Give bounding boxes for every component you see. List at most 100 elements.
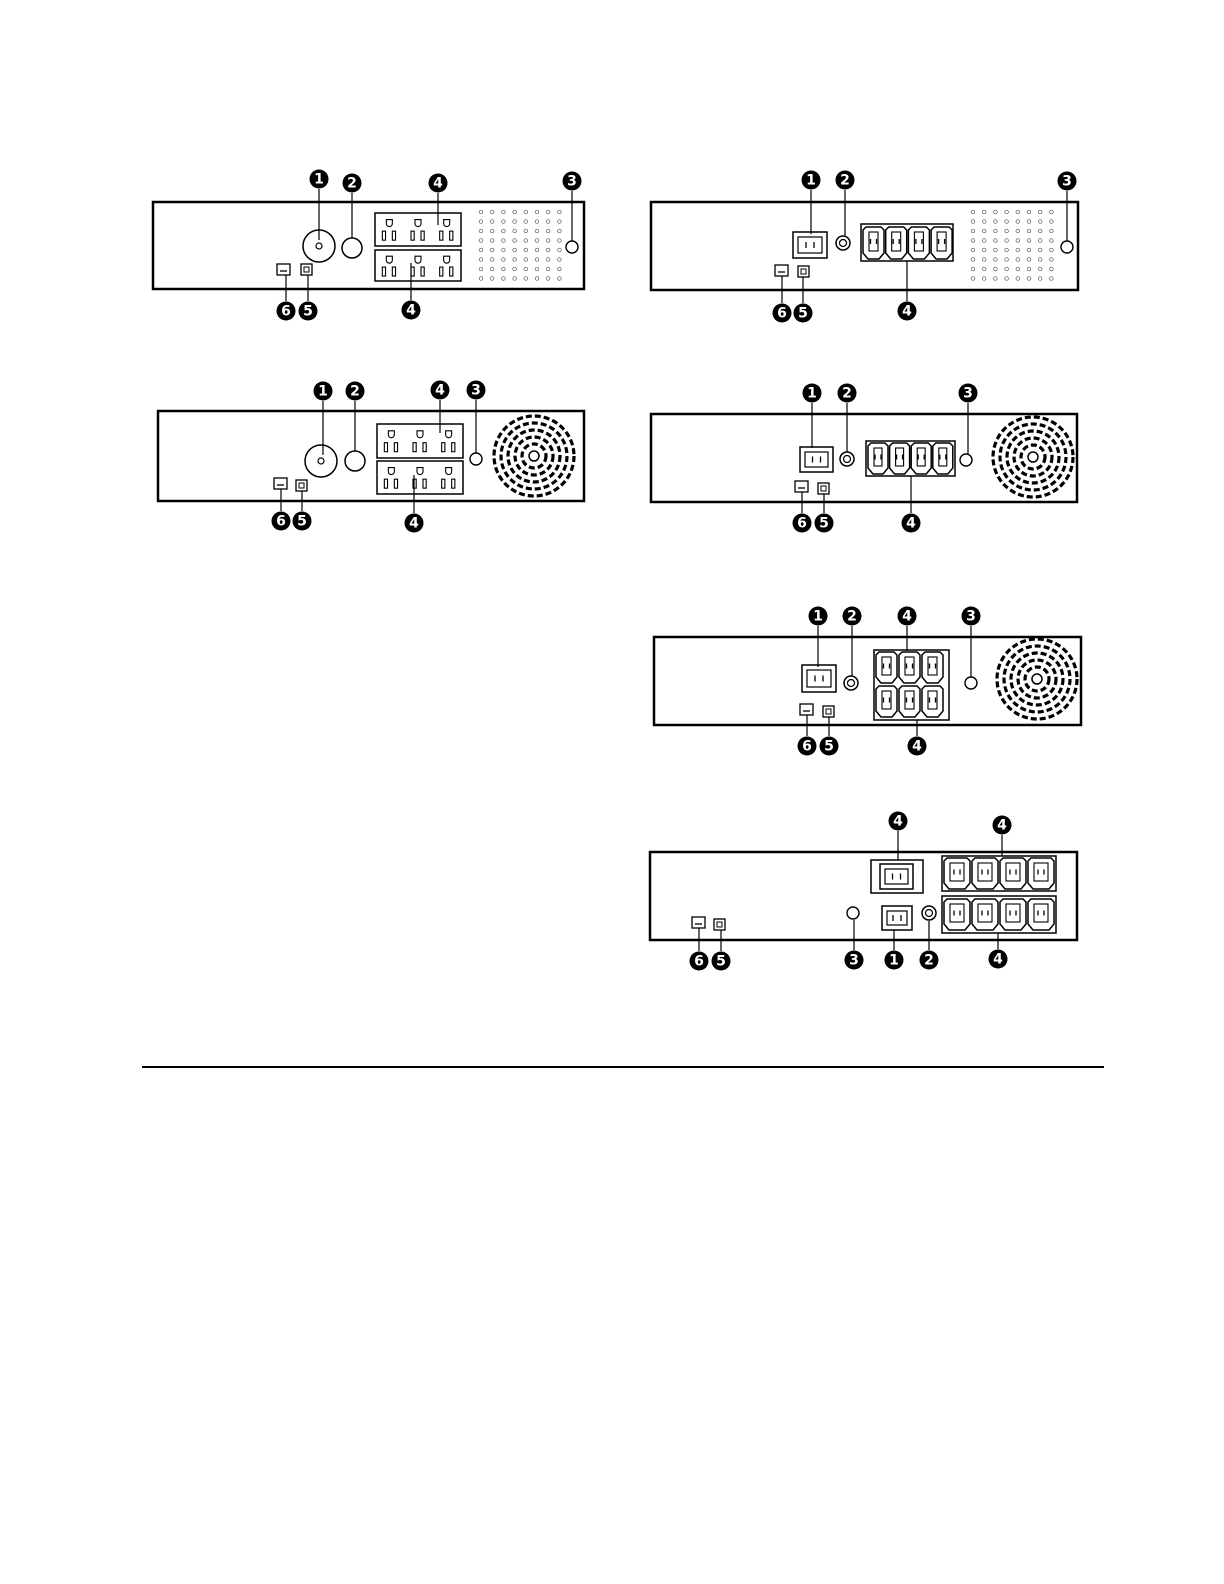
- iec-inlet-frame: [792, 231, 828, 259]
- vent-hole: [1038, 209, 1043, 215]
- iec-outlet: [1027, 857, 1055, 890]
- vent-hole: [1038, 238, 1043, 243]
- iec-input-inlet: [792, 231, 828, 259]
- iec-inlet-frame: [881, 905, 913, 931]
- iec-outlet-shell: [921, 651, 944, 684]
- outlet-slot: [381, 266, 387, 277]
- breaker-button: [838, 238, 848, 248]
- fan-grille: [991, 415, 1075, 499]
- callout-breaker: 2: [342, 173, 362, 193]
- callout-number: 3: [471, 383, 481, 399]
- outlet-slot: [381, 230, 387, 241]
- serial-port-icon: [799, 703, 814, 716]
- outlet-bank-frame: [376, 423, 464, 459]
- vent-hole: [993, 228, 998, 234]
- callout-number: 4: [406, 303, 416, 319]
- usb-port-socket: [298, 482, 305, 489]
- callout-marker: [271, 511, 291, 531]
- vent-hole: [478, 228, 484, 234]
- vent-hole: [534, 276, 540, 281]
- callout-number: 4: [435, 383, 445, 399]
- iec-outlet: [898, 685, 921, 718]
- vent-hole: [1004, 228, 1009, 234]
- callout-number: 3: [966, 609, 976, 625]
- callout-input: 1: [808, 606, 828, 626]
- vent-hole: [982, 238, 987, 243]
- outlet-slot: [422, 442, 427, 453]
- usb-port-socket: [820, 485, 827, 492]
- breaker-body: [835, 235, 851, 251]
- iec-outlet-shell: [907, 226, 931, 260]
- vent-hole: [970, 257, 976, 262]
- outlet-bank-frame: [374, 212, 462, 247]
- vent-hole: [546, 247, 551, 253]
- iec-outlet: [888, 442, 911, 475]
- iec-input-inlet: [799, 446, 834, 473]
- vent-hole: [1038, 228, 1043, 234]
- callout-marker: [562, 171, 582, 191]
- usb-port-body: [295, 479, 308, 492]
- vent-hole: [982, 219, 987, 224]
- vent-perforation: [970, 209, 1054, 281]
- callout-epo: 3: [1057, 171, 1077, 191]
- iec-inlet-socket: [884, 868, 909, 885]
- vent-hole: [512, 219, 517, 224]
- vent-hole: [523, 209, 528, 215]
- vent-hole: [534, 228, 540, 234]
- vent-hole: [1049, 276, 1054, 281]
- vent-hole: [993, 219, 998, 224]
- iec-outlet-shell: [971, 857, 999, 890]
- nema-outlet-bank: [374, 249, 462, 282]
- vent-hole: [1038, 257, 1043, 262]
- callout-breaker: 2: [919, 950, 939, 970]
- vent-hole: [490, 209, 495, 215]
- usb-port-body: [797, 265, 810, 278]
- vent-hole: [557, 276, 562, 281]
- iec-outlet-bank-frame: [941, 895, 1057, 934]
- fan-ring: [1023, 665, 1051, 693]
- vent-hole: [1015, 209, 1020, 215]
- callout-usb: 5: [814, 513, 834, 533]
- outlet-slot: [393, 478, 399, 489]
- outlet-slot: [441, 478, 446, 489]
- callout-input: 1: [802, 383, 822, 403]
- iec-outlet-face: [881, 690, 892, 710]
- nema-outlet: [439, 219, 454, 241]
- serial-port-body: [774, 264, 789, 277]
- serial-port-body: [691, 916, 706, 929]
- callout-marker: [961, 606, 981, 626]
- callout-breaker: 2: [837, 383, 857, 403]
- callout-marker: [814, 513, 834, 533]
- callout-number: 4: [906, 516, 916, 532]
- breaker-button: [842, 454, 852, 464]
- nema-outlet-bank: [376, 423, 464, 459]
- iec-outlet-bank: [943, 898, 1055, 931]
- vent-hole: [490, 228, 495, 234]
- iec-outlet: [943, 898, 971, 931]
- callout-marker: [888, 811, 908, 831]
- callout-marker: [792, 513, 812, 533]
- usb-port-body: [822, 705, 835, 718]
- vent-hole: [1026, 209, 1032, 215]
- iec-outlet-shell: [943, 898, 971, 931]
- vent-hole: [546, 266, 551, 272]
- callout-usb: 5: [711, 951, 731, 971]
- vent-hole: [478, 257, 484, 262]
- callout-marker: [808, 606, 828, 626]
- iec-outlet: [971, 898, 999, 931]
- vent-hole: [1049, 228, 1054, 234]
- iec-outlet: [910, 442, 932, 475]
- iec-outlet: [898, 651, 921, 684]
- epo-port: [565, 240, 579, 254]
- breaker-body: [843, 675, 859, 691]
- outlet-slot: [439, 266, 444, 277]
- callout-number: 6: [777, 306, 787, 322]
- fan-hub: [1027, 451, 1039, 463]
- callout-number: 2: [347, 176, 357, 192]
- vent-hole: [1026, 257, 1032, 262]
- fan-ring: [991, 415, 1075, 499]
- outlet-ground: [414, 255, 422, 264]
- callout-number: 5: [303, 304, 313, 320]
